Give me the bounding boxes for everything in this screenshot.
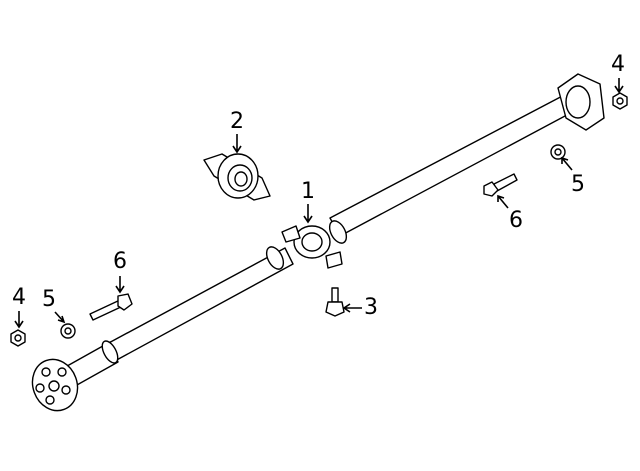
drive-shaft[interactable] (25, 73, 605, 417)
front-nut[interactable] (10, 329, 26, 347)
rear-washer-nut[interactable] (550, 144, 566, 160)
callout-5-rear[interactable]: 5 (571, 172, 585, 197)
callout-2[interactable]: 2 (230, 109, 244, 134)
callout-1[interactable]: 1 (301, 179, 315, 204)
front-washer-nut[interactable] (60, 323, 76, 339)
callout-4-front[interactable]: 4 (12, 285, 26, 310)
front-bolt[interactable] (89, 293, 133, 321)
callout-4-rear[interactable]: 4 (611, 52, 625, 77)
rear-nut[interactable] (612, 92, 628, 110)
center-support-bearing[interactable] (203, 153, 271, 201)
callout-6-rear[interactable]: 6 (509, 208, 523, 233)
rear-bolt[interactable] (483, 173, 518, 197)
callout-arrows (14, 78, 624, 329)
callout-5-front[interactable]: 5 (42, 287, 56, 312)
callout-6-front[interactable]: 6 (113, 249, 127, 274)
callout-3[interactable]: 3 (364, 295, 378, 320)
bearing-bolt[interactable] (325, 287, 345, 317)
